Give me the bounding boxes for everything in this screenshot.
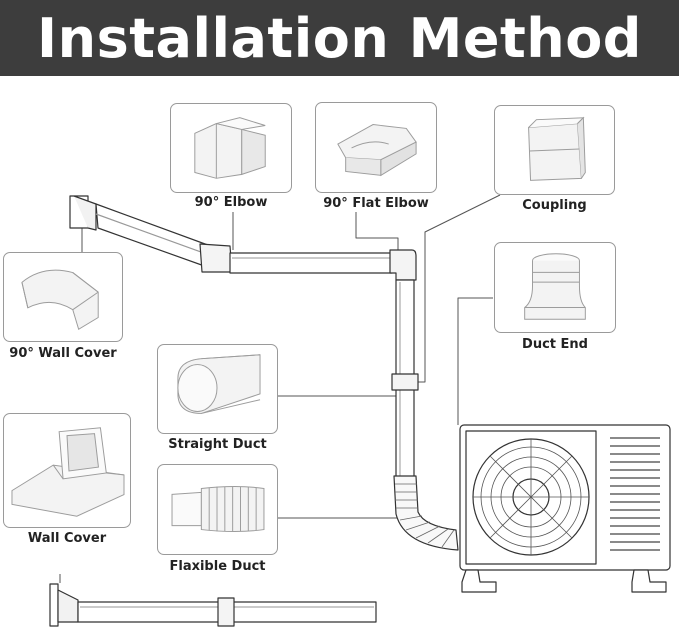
page-title: Installation Method	[37, 6, 642, 70]
leader-line-coupling	[412, 194, 501, 383]
flat-elbow-90-icon	[337, 124, 417, 177]
coupling-joint	[391, 373, 419, 391]
leader-line-duct-end	[457, 297, 493, 425]
bottom-coupling	[217, 597, 235, 627]
duct-end-box	[494, 242, 616, 333]
straight-duct-box	[157, 344, 278, 434]
wall-cover-90-box	[3, 252, 123, 342]
wall-cover-90-label: 90° Wall Cover	[9, 346, 117, 361]
coupling-label: Coupling	[522, 198, 587, 213]
title-banner: Installation Method	[0, 0, 679, 76]
elbow-90-label: 90° Elbow	[194, 195, 268, 210]
leader-line-flat-elbow	[355, 212, 399, 252]
straight-duct-icon	[177, 354, 261, 414]
horizontal-duct	[229, 252, 393, 274]
wall-cover-90-icon	[21, 269, 99, 331]
wall-cover-icon	[11, 427, 125, 517]
elbow-90-box	[170, 103, 292, 193]
straight-duct-label: Straight Duct	[168, 437, 267, 452]
elbow-90-icon	[194, 117, 266, 179]
wall-cover-box	[3, 413, 131, 528]
flexible-duct-label: Flaxible Duct	[169, 559, 266, 574]
duct-end-icon	[524, 253, 586, 320]
wall-cover-label: Wall Cover	[27, 531, 107, 546]
flat-elbow-joint	[389, 249, 417, 281]
flat-elbow-90-label: 90° Flat Elbow	[323, 196, 429, 211]
elbow-joint	[199, 243, 233, 273]
flat-elbow-90-box	[315, 102, 437, 193]
flexible-duct-icon	[171, 486, 265, 532]
flexible-duct-installed	[393, 475, 459, 551]
coupling-icon	[528, 116, 586, 181]
duct-end-label: Duct End	[522, 337, 588, 352]
bottom-wall-cover-installed	[49, 583, 59, 627]
ac-outdoor-unit	[459, 424, 671, 593]
flexible-duct-box	[157, 464, 278, 555]
coupling-box	[494, 105, 615, 195]
